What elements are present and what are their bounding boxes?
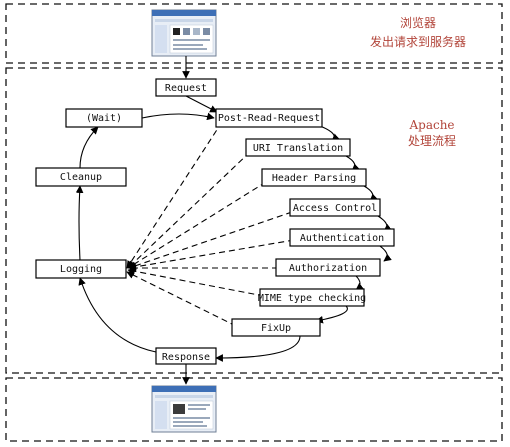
browser-caption-line2: 发出请求到服务器 bbox=[370, 34, 466, 49]
apache-processing-region bbox=[5, 67, 503, 374]
node-request: Request bbox=[155, 78, 217, 97]
node-response-label: Response bbox=[162, 352, 210, 363]
dash-fixup-to-logging bbox=[126, 271, 237, 327]
node-authentication-label: Authentication bbox=[300, 233, 384, 244]
node-access-control-label: Access Control bbox=[293, 203, 377, 214]
node-fixup: FixUp bbox=[231, 318, 321, 337]
arrow-cleanup-to-wait bbox=[79, 126, 99, 169]
arrow-authn-to-authz bbox=[379, 245, 392, 262]
node-authorization-label: Authorization bbox=[289, 263, 367, 274]
dash-post-read-to-logging bbox=[126, 121, 223, 269]
browser-caption-line1: 浏览器 bbox=[400, 15, 436, 30]
node-mime-type-checking: MIME type checking bbox=[258, 288, 366, 307]
node-response: Response bbox=[155, 347, 217, 365]
dash-authn-to-logging bbox=[128, 239, 295, 271]
apache-caption-line2: 处理流程 bbox=[408, 133, 456, 148]
browser-window-screenshot-icon bbox=[151, 385, 217, 433]
node-logging-label: Logging bbox=[60, 264, 102, 275]
node-post-read-request-label: Post-Read-Request bbox=[218, 113, 320, 124]
node-request-label: Request bbox=[165, 83, 207, 94]
arrow-fixup-to-response bbox=[215, 335, 301, 362]
node-cleanup-label: Cleanup bbox=[60, 172, 102, 183]
arrow-logging-to-cleanup bbox=[75, 185, 84, 261]
node-uri-translation: URI Translation bbox=[245, 138, 351, 157]
arrow-response-to-logging bbox=[78, 277, 157, 353]
browser-response-region bbox=[5, 377, 503, 442]
node-cleanup: Cleanup bbox=[35, 167, 127, 187]
dash-mime-to-logging bbox=[127, 267, 265, 297]
node-post-read-request: Post-Read-Request bbox=[215, 108, 323, 128]
apache-caption-line1: Apache bbox=[408, 118, 454, 132]
node-logging: Logging bbox=[35, 259, 127, 279]
node-authentication: Authentication bbox=[289, 228, 395, 247]
node-access-control: Access Control bbox=[289, 198, 381, 217]
dash-uri-to-logging bbox=[127, 151, 251, 269]
node-wait-label: (Wait) bbox=[86, 113, 122, 124]
node-uri-translation-label: URI Translation bbox=[253, 143, 343, 154]
arrow-request-to-post-read bbox=[185, 95, 218, 113]
browser-request-region bbox=[5, 3, 503, 64]
browser-window-screenshot-icon bbox=[151, 9, 217, 57]
node-wait: (Wait) bbox=[65, 108, 143, 128]
arrow-authz-to-mime bbox=[355, 275, 364, 291]
node-header-parsing-label: Header Parsing bbox=[272, 173, 356, 184]
node-mime-type-checking-label: MIME type checking bbox=[258, 293, 366, 304]
node-fixup-label: FixUp bbox=[261, 323, 291, 334]
arrow-wait-to-post-read bbox=[141, 112, 215, 121]
node-header-parsing: Header Parsing bbox=[261, 168, 367, 187]
dash-header-to-logging bbox=[127, 181, 267, 269]
node-authorization: Authorization bbox=[275, 258, 381, 277]
arrow-mime-to-fixup bbox=[315, 305, 348, 324]
dash-access-to-logging bbox=[128, 211, 293, 270]
